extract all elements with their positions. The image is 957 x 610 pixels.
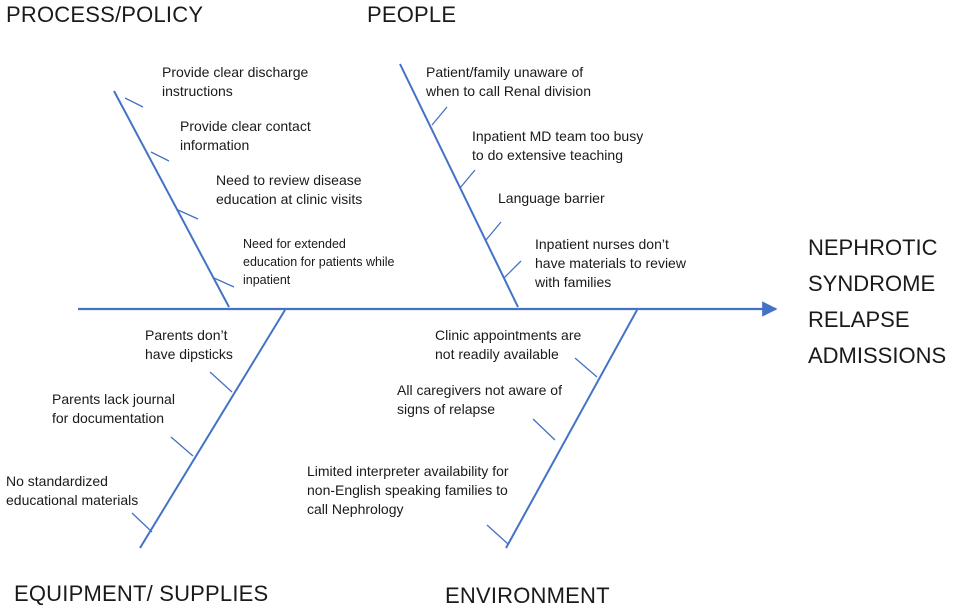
cause-line: Provide clear discharge bbox=[162, 64, 309, 80]
cause-line: Limited interpreter availability for bbox=[307, 463, 509, 479]
cause-line: Language barrier bbox=[498, 190, 605, 206]
cause-line: education at clinic visits bbox=[216, 191, 363, 207]
cause-line: Patient/family unaware of bbox=[426, 64, 584, 80]
cause-tick bbox=[574, 357, 598, 378]
cause-label: Clinic appointments are not readily avai… bbox=[435, 326, 581, 364]
cause-label: Parents don’t have dipsticks bbox=[145, 326, 233, 364]
cause-line: when to call Renal division bbox=[426, 83, 591, 99]
category-label-people: PEOPLE bbox=[367, 2, 457, 27]
cause-line: not readily available bbox=[435, 346, 559, 362]
cause-line: signs of relapse bbox=[397, 401, 496, 417]
category-label-environment: ENVIRONMENT bbox=[445, 583, 610, 608]
effect-line: RELAPSE bbox=[808, 307, 910, 332]
cause-label: Inpatient nurses don’t have materials to… bbox=[535, 235, 686, 292]
cause-tick bbox=[177, 209, 199, 220]
cause-tick bbox=[213, 277, 235, 288]
cause-label: All caregivers not aware of signs of rel… bbox=[397, 381, 562, 419]
effect-line: SYNDROME bbox=[808, 271, 936, 296]
cause-tick bbox=[459, 169, 476, 189]
cause-label: Limited interpreter availability for non… bbox=[307, 462, 509, 519]
cause-line: Provide clear contact bbox=[180, 118, 311, 134]
bone-equipment-supplies bbox=[139, 309, 286, 549]
cause-line: Parents don’t bbox=[145, 327, 228, 343]
cause-label: Inpatient MD team too busy to do extensi… bbox=[472, 127, 643, 165]
cause-line: No standardized bbox=[6, 473, 108, 489]
cause-line: Parents lack journal bbox=[52, 391, 175, 407]
bone-people bbox=[399, 63, 519, 308]
cause-line: non-English speaking families to bbox=[307, 482, 508, 498]
cause-tick bbox=[124, 97, 144, 108]
bone-process-policy bbox=[113, 90, 230, 308]
cause-line: Need to review disease bbox=[216, 172, 362, 188]
cause-tick bbox=[170, 436, 194, 457]
cause-line: inpatient bbox=[243, 273, 291, 287]
bone-environment bbox=[505, 309, 638, 549]
cause-line: Inpatient MD team too busy bbox=[472, 128, 644, 144]
cause-label: Patient/family unaware of when to call R… bbox=[426, 63, 591, 101]
cause-tick bbox=[150, 151, 170, 162]
cause-label: Need for extended education for patients… bbox=[243, 235, 394, 289]
cause-line: Clinic appointments are bbox=[435, 327, 582, 343]
cause-label: Language barrier bbox=[498, 189, 605, 208]
cause-line: call Nephrology bbox=[307, 501, 404, 517]
cause-tick bbox=[486, 524, 509, 545]
cause-tick bbox=[532, 418, 556, 441]
cause-tick bbox=[431, 106, 448, 126]
cause-line: Need for extended bbox=[243, 237, 346, 251]
effect-line: NEPHROTIC bbox=[808, 235, 938, 260]
cause-line: education for patients while bbox=[243, 255, 395, 269]
cause-line: with families bbox=[535, 274, 612, 290]
cause-line: educational materials bbox=[6, 492, 139, 508]
cause-line: information bbox=[180, 137, 250, 153]
cause-tick bbox=[209, 371, 233, 393]
cause-label: No standardized educational materials bbox=[6, 472, 138, 510]
cause-line: have materials to review bbox=[535, 255, 686, 271]
cause-tick bbox=[131, 512, 153, 533]
cause-label: Need to review disease education at clin… bbox=[216, 171, 362, 209]
cause-tick bbox=[503, 260, 522, 279]
cause-line: instructions bbox=[162, 83, 233, 99]
cause-line: have dipsticks bbox=[145, 346, 233, 362]
cause-line: All caregivers not aware of bbox=[397, 382, 562, 398]
cause-line: Inpatient nurses don’t bbox=[535, 236, 669, 252]
cause-tick bbox=[485, 221, 502, 241]
category-label-process-policy: PROCESS/POLICY bbox=[6, 2, 204, 27]
effect-line: ADMISSIONS bbox=[808, 343, 947, 368]
cause-line: for documentation bbox=[52, 410, 165, 426]
cause-label: Provide clear discharge instructions bbox=[162, 63, 308, 101]
cause-label: Provide clear contact information bbox=[180, 117, 311, 155]
category-label-equipment-supplies: EQUIPMENT/ SUPPLIES bbox=[14, 581, 269, 606]
cause-label: Parents lack journal for documentation bbox=[52, 390, 175, 428]
cause-line: to do extensive teaching bbox=[472, 147, 623, 163]
effect-label: NEPHROTIC SYNDROME RELAPSE ADMISSIONS bbox=[808, 230, 946, 374]
